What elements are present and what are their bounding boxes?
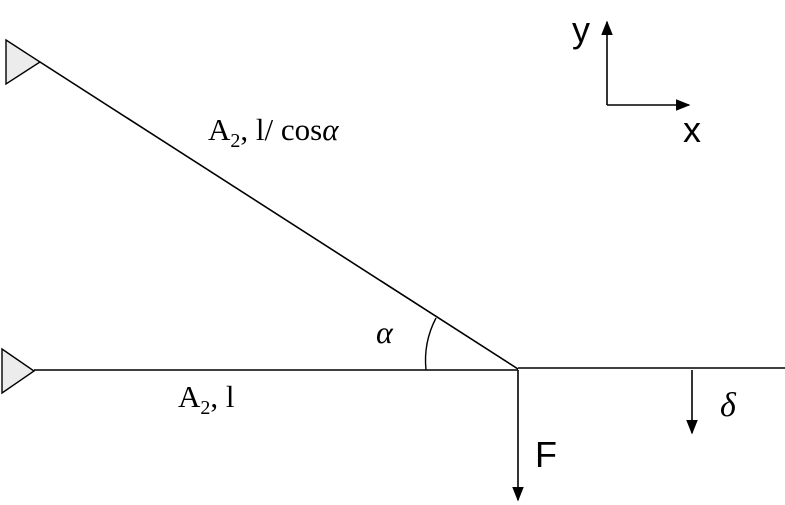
- y-axis-label: y: [572, 9, 590, 50]
- lower-bar-area: A: [178, 379, 201, 414]
- upper-bar-area-subscript: 2: [230, 130, 240, 152]
- upper-bar-label: A2, l/ cosα: [208, 112, 339, 152]
- inclined-bar: [39, 61, 519, 370]
- force-label: F: [535, 434, 557, 475]
- upper-bar-area: A: [208, 112, 231, 147]
- lower-pin-support: [1, 347, 36, 395]
- upper-pin-support: [5, 38, 42, 86]
- upper-bar-length: , l/ cos: [240, 112, 322, 147]
- angle-label: α: [376, 314, 394, 350]
- upper-bar-length-angle: α: [322, 112, 339, 147]
- x-axis-label: x: [683, 109, 701, 150]
- lower-bar-area-subscript: 2: [200, 397, 210, 419]
- lower-bar-length: , l: [210, 379, 234, 414]
- angle-arc: [424, 317, 437, 371]
- displacement-label: δ: [720, 387, 737, 424]
- lower-bar-label: A2, l: [178, 379, 235, 419]
